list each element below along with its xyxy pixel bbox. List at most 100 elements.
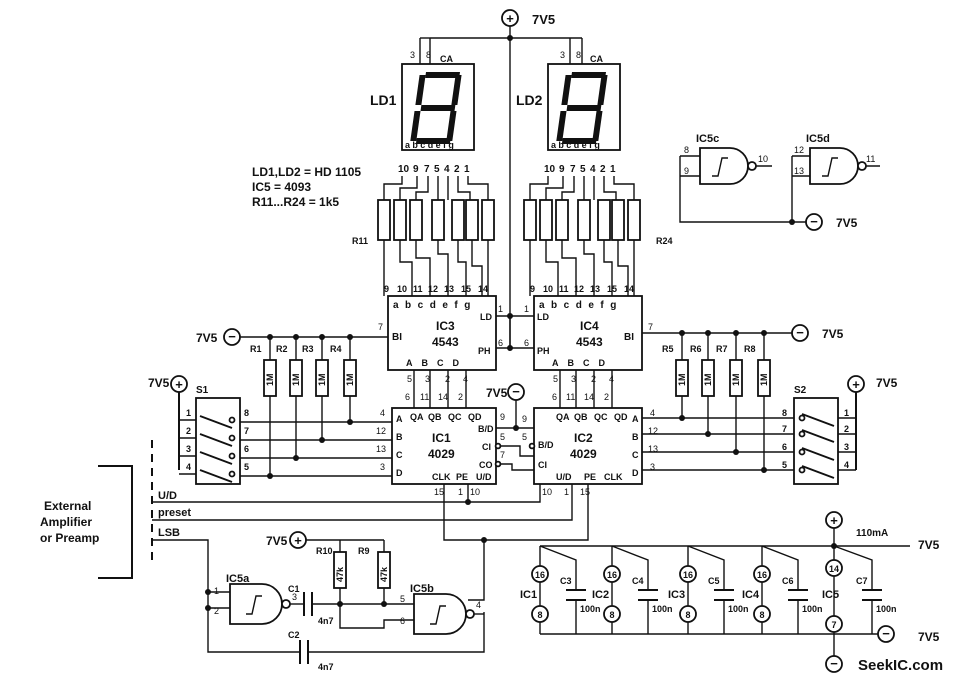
svg-text:R6: R6	[690, 344, 702, 354]
svg-text:13: 13	[376, 444, 386, 454]
svg-text:abcdefg: abcdefg	[539, 300, 623, 311]
svg-text:1M: 1M	[265, 373, 275, 386]
svg-text:QC: QC	[594, 412, 608, 422]
svg-text:C7: C7	[856, 576, 868, 586]
svg-text:S1: S1	[196, 385, 209, 396]
svg-text:4029: 4029	[428, 447, 455, 461]
svg-text:7V5: 7V5	[822, 327, 844, 341]
svg-text:−: −	[830, 656, 838, 671]
svg-text:4: 4	[590, 164, 596, 175]
svg-text:R24: R24	[656, 236, 673, 246]
svg-text:1: 1	[186, 408, 191, 418]
svg-text:R4: R4	[330, 344, 342, 354]
segment-resistors-left: R11	[352, 176, 495, 296]
svg-text:CLK: CLK	[432, 472, 451, 482]
component-notes: LD1,LD2 = HD 1105 IC5 = 4093 R11...R24 =…	[252, 165, 361, 209]
svg-text:D: D	[632, 468, 639, 478]
svg-text:100n: 100n	[876, 604, 897, 614]
svg-text:6: 6	[498, 338, 503, 348]
svg-text:14: 14	[478, 284, 488, 294]
svg-text:C4: C4	[632, 576, 644, 586]
svg-text:IC3: IC3	[436, 319, 455, 333]
svg-text:ABCD: ABCD	[552, 358, 614, 368]
svg-text:−: −	[882, 626, 890, 641]
decouple-ic2: 16 8 IC2 C4 100n	[592, 545, 673, 634]
svg-text:IC5d: IC5d	[806, 133, 830, 145]
svg-text:8: 8	[537, 610, 542, 620]
svg-text:QD: QD	[614, 412, 628, 422]
svg-text:1: 1	[610, 164, 616, 175]
svg-text:U/D: U/D	[476, 472, 492, 482]
svg-text:5: 5	[522, 432, 527, 442]
svg-text:QA: QA	[556, 412, 570, 422]
svg-text:1M: 1M	[345, 373, 355, 386]
svg-text:R11...R24 = 1k5: R11...R24 = 1k5	[252, 195, 339, 209]
svg-text:IC2: IC2	[592, 589, 609, 601]
svg-text:S2: S2	[794, 385, 807, 396]
svg-text:PH: PH	[537, 346, 550, 356]
svg-text:LD: LD	[480, 312, 492, 322]
svg-text:1M: 1M	[759, 373, 769, 386]
svg-text:7: 7	[782, 424, 787, 434]
svg-text:10: 10	[470, 487, 480, 497]
ld2-label: LD2	[516, 92, 543, 108]
ld2-pin-numbers: 10 9 7 5 4 2 1	[544, 164, 616, 175]
svg-text:1M: 1M	[291, 373, 301, 386]
s1-switch: 7V5 + S1 12 34 87 65	[148, 375, 392, 485]
svg-text:PH: PH	[478, 346, 491, 356]
svg-text:100n: 100n	[728, 604, 749, 614]
svg-text:R1: R1	[250, 344, 262, 354]
svg-text:7V5: 7V5	[196, 331, 218, 345]
svg-text:3: 3	[844, 442, 849, 452]
svg-text:PE: PE	[456, 472, 468, 482]
svg-text:5: 5	[500, 432, 505, 442]
ld1-pin-numbers: 10 9 7 5 4 2 1	[398, 164, 470, 175]
svg-text:or Preamp: or Preamp	[40, 531, 99, 545]
ic3-decoder: abcdefg 9 10 11 12 13 15 14 IC3 4543 BI …	[378, 284, 503, 384]
svg-text:11: 11	[559, 284, 569, 294]
svg-text:IC5 = 4093: IC5 = 4093	[252, 180, 311, 194]
svg-text:7: 7	[378, 322, 383, 332]
svg-text:8: 8	[609, 610, 614, 620]
svg-text:CI: CI	[538, 460, 547, 470]
decouple-ic1: 16 8 IC1 C3 100n	[520, 545, 601, 634]
svg-text:100n: 100n	[802, 604, 823, 614]
svg-text:16: 16	[535, 570, 545, 580]
svg-text:7: 7	[244, 426, 249, 436]
svg-text:1: 1	[564, 487, 569, 497]
svg-text:13: 13	[794, 166, 804, 176]
svg-text:3: 3	[410, 50, 415, 60]
ld2-display: 3 8 CA LD2 abcdefg 10 9 7 5 4 2 1	[516, 50, 621, 175]
svg-text:5: 5	[580, 164, 586, 175]
svg-text:R7: R7	[716, 344, 728, 354]
svg-text:4n7: 4n7	[318, 662, 334, 672]
svg-text:LSB: LSB	[158, 527, 180, 539]
svg-text:CA: CA	[440, 54, 453, 64]
svg-text:8: 8	[426, 50, 431, 60]
svg-text:12: 12	[574, 284, 584, 294]
svg-text:110mA: 110mA	[856, 528, 888, 539]
svg-text:1: 1	[844, 408, 849, 418]
svg-text:2: 2	[214, 606, 219, 616]
svg-text:B: B	[396, 432, 403, 442]
svg-text:4: 4	[186, 462, 191, 472]
svg-text:4: 4	[476, 600, 481, 610]
svg-text:7V5: 7V5	[532, 12, 555, 27]
ld1-display: 3 8 CA LD1 abcdefg 10 9 7 5 4 2 1	[370, 50, 475, 175]
svg-text:14: 14	[438, 392, 448, 402]
svg-text:C3: C3	[560, 576, 572, 586]
svg-text:−: −	[512, 384, 520, 399]
external-inputs: External Amplifier or Preamp U/D preset …	[40, 440, 589, 653]
svg-text:9: 9	[384, 284, 389, 294]
c1-c2-caps: C1 4n7 C2 4n7	[288, 584, 485, 672]
svg-text:LD: LD	[537, 312, 549, 322]
svg-text:QC: QC	[448, 412, 462, 422]
svg-text:B/D: B/D	[538, 440, 554, 450]
svg-text:IC5c: IC5c	[696, 133, 719, 145]
svg-text:7V5: 7V5	[836, 216, 858, 230]
top-supply: + 7V5	[419, 9, 583, 348]
svg-text:5: 5	[553, 374, 558, 384]
svg-text:Amplifier: Amplifier	[40, 515, 92, 529]
watermark: SeekIC.com	[858, 657, 943, 674]
svg-text:−: −	[228, 329, 236, 344]
